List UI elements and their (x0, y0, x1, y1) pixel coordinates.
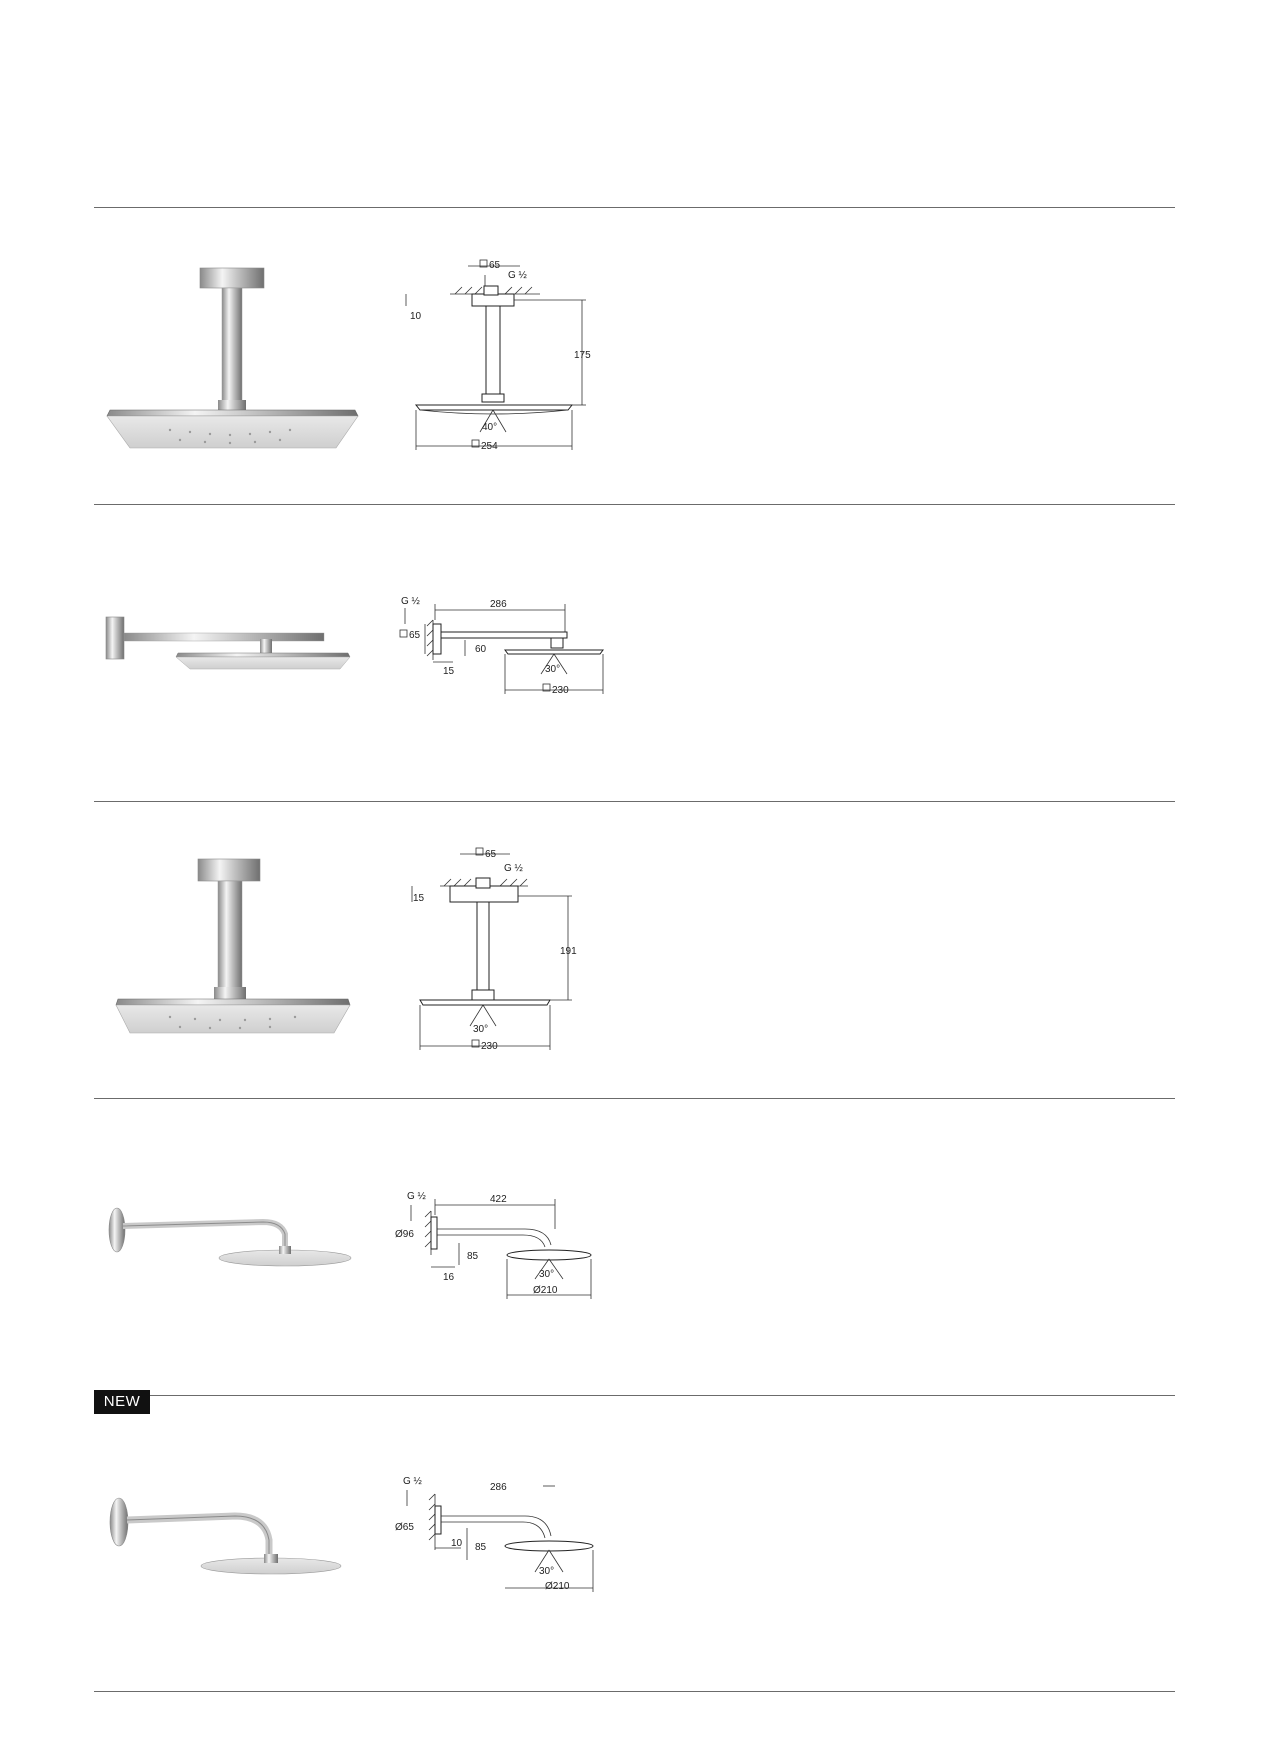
dim-height: 175 (574, 350, 591, 361)
dim-wall: 10 (451, 1538, 463, 1549)
dim-flange: Ø65 (395, 1522, 414, 1533)
section-divider (94, 504, 1175, 505)
dim-flange: 65 (409, 630, 421, 641)
dim-drop: 85 (475, 1542, 487, 1553)
dim-height: 191 (560, 946, 577, 957)
dim-angle: 30° (545, 664, 560, 675)
ceiling-square-head-shower-photo-icon (115, 858, 351, 1034)
section-divider (94, 1395, 1175, 1396)
wall-round-head-shower-photo-icon (109, 1497, 342, 1575)
dim-flange: 65 (489, 260, 501, 271)
ceiling-square-head-shower-photo-icon (106, 267, 359, 449)
section-divider (94, 1691, 1175, 1692)
dim-drop: 85 (467, 1251, 479, 1262)
wall-round-head-shower-drawing-icon: G ½ 422 Ø96 85 30° 16 Ø210 (395, 1191, 592, 1299)
dim-head: 254 (481, 441, 498, 452)
section-divider (94, 207, 1175, 208)
dim-arm: 422 (490, 1194, 507, 1205)
dim-head: 230 (481, 1041, 498, 1052)
section-divider (94, 801, 1175, 802)
ceiling-square-head-shower-drawing-icon: 65 G ½ 15 30° 191 230 (411, 847, 577, 1052)
new-badge: NEW (94, 1390, 150, 1414)
wall-round-head-shower-drawing-icon: G ½ 286 Ø65 85 30° 10 Ø210 (395, 1476, 594, 1592)
section-divider (94, 1098, 1175, 1099)
dim-angle: 30° (473, 1024, 488, 1035)
dim-gap: 15 (413, 893, 425, 904)
dim-thread: G ½ (407, 1191, 427, 1202)
dim-arm: 286 (490, 599, 507, 610)
dim-thread: G ½ (401, 596, 421, 607)
ceiling-square-head-shower-drawing-icon: 65 G ½ 10 40° 175 254 (405, 259, 591, 452)
dim-angle: 30° (539, 1566, 554, 1577)
dim-wall: 16 (443, 1272, 455, 1283)
wall-square-head-shower-photo-icon (105, 616, 351, 670)
dim-angle: 30° (539, 1269, 554, 1280)
dim-head: Ø210 (545, 1581, 570, 1592)
dim-drop: 60 (475, 644, 487, 655)
dim-head: Ø210 (533, 1285, 558, 1296)
dim-thread: G ½ (504, 863, 524, 874)
wall-square-head-shower-drawing-icon: G ½ 286 65 60 30° 15 230 (399, 596, 604, 696)
dim-angle: 40° (482, 422, 497, 433)
dim-head: 230 (552, 685, 569, 696)
dim-thread: G ½ (508, 270, 528, 281)
dim-thread: G ½ (403, 1476, 423, 1487)
dim-wall: 15 (443, 666, 455, 677)
dim-arm: 286 (490, 1482, 507, 1493)
dim-gap: 10 (410, 311, 422, 322)
dim-flange: Ø96 (395, 1229, 414, 1240)
dim-flange: 65 (485, 849, 497, 860)
wall-round-head-shower-photo-icon (108, 1207, 352, 1267)
